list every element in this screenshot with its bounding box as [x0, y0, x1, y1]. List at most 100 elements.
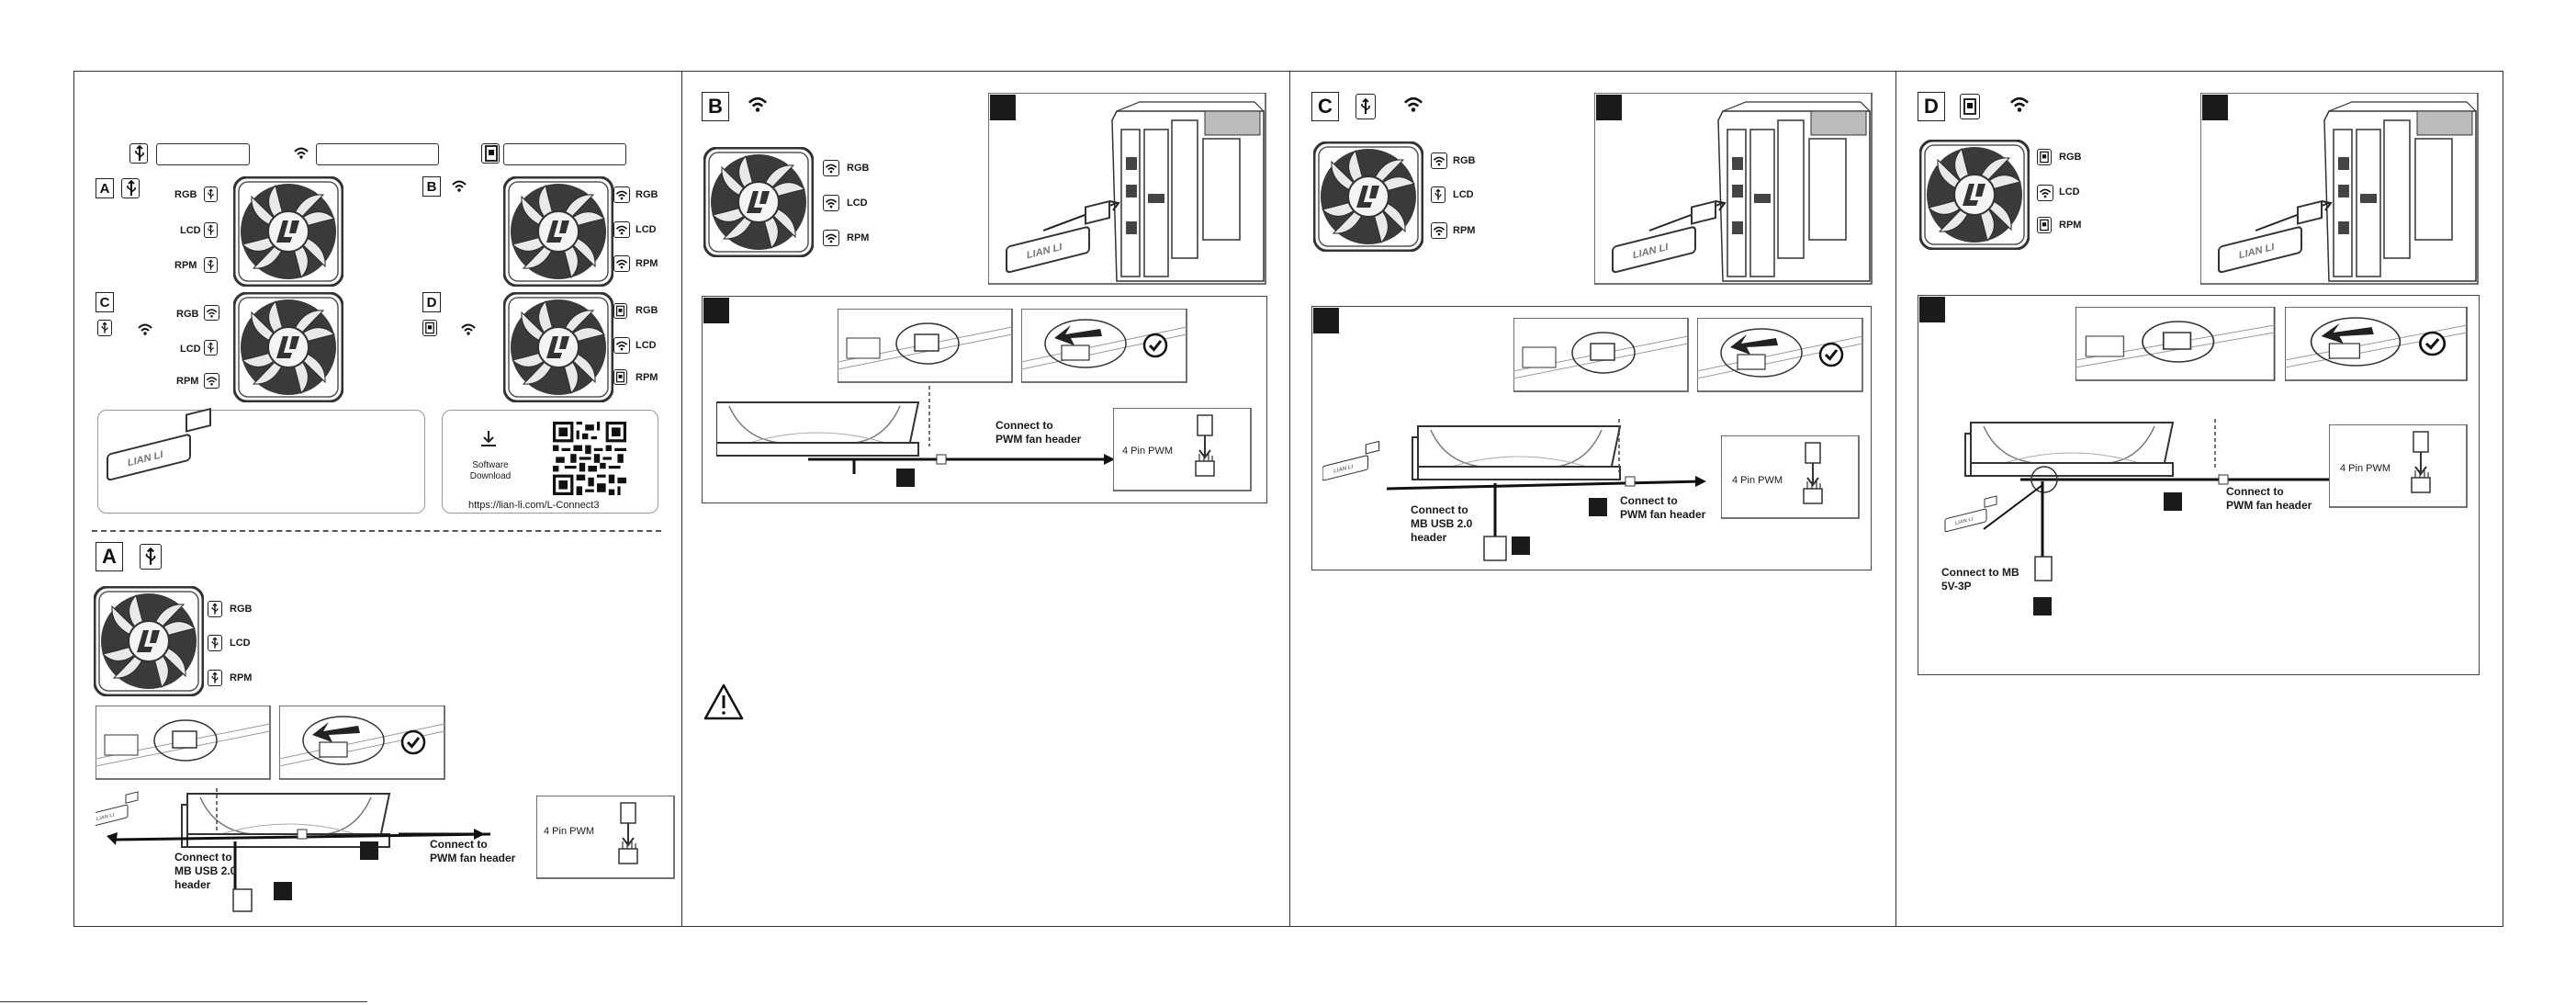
connect-pwm-label: Connect to PWM fan header [430, 838, 516, 864]
panel-divider [1895, 71, 1896, 927]
wireless-icon [1401, 92, 1425, 116]
label-rgb: RGB [636, 305, 658, 316]
label-rgb: RGB [1453, 155, 1476, 166]
motherboard-panel [988, 93, 1267, 286]
usb-icon [204, 257, 218, 273]
software-url-link[interactable]: https://lian-li.com/L-Connect3 [468, 500, 600, 511]
wireless-icon [613, 255, 630, 272]
controller-hub-icon [613, 303, 627, 319]
usb-icon [204, 186, 218, 202]
wireless-icon [1431, 152, 1447, 169]
fan-icon [1919, 140, 2030, 250]
wireless-icon [459, 320, 478, 338]
section-letter-a: A [96, 542, 123, 571]
label-rpm: RPM [847, 232, 870, 243]
dashed-separator [92, 530, 661, 532]
step-marker [1589, 498, 1607, 516]
label-rpm: RPM [636, 372, 658, 383]
wiring-diagram-d [1944, 419, 2349, 582]
wiring-diagram-a [96, 788, 491, 912]
step-marker [360, 841, 378, 860]
connector-zoom-panel [2075, 307, 2276, 381]
usb-icon [121, 178, 140, 198]
step-marker [2033, 597, 2052, 615]
usb-icon [208, 670, 222, 686]
panel-divider [1289, 71, 1290, 927]
label-rgb: RGB [176, 309, 199, 320]
controller-hub-icon [422, 320, 437, 336]
four-pin-label: 4 Pin PWM [1732, 475, 1783, 486]
controller-hub-icon [2037, 149, 2052, 165]
dongle-panel [97, 408, 425, 514]
fan-icon [233, 176, 343, 287]
connector-zoom-panel [838, 309, 1013, 383]
trim-line [0, 1001, 367, 1002]
label-rpm: RPM [230, 672, 253, 683]
wiring-diagram-b [716, 386, 1115, 474]
wireless-icon [613, 337, 630, 354]
label-lcd: LCD [636, 224, 657, 235]
fan-icon [503, 176, 613, 287]
connect-5v-label: Connect to MB 5V-3P [1941, 566, 2019, 593]
software-download-label: Software Download [469, 460, 512, 481]
step-marker [990, 95, 1016, 120]
warning-icon [703, 683, 744, 720]
connect-usb-label: Connect to MB USB 2.0 header [174, 851, 237, 891]
connect-pwm-label: Connect to PWM fan header [2226, 485, 2312, 512]
wireless-icon [204, 305, 219, 321]
fan-icon [94, 586, 204, 696]
connect-pwm-label: Connect to PWM fan header [1620, 494, 1706, 521]
connector-insert-panel [279, 706, 446, 781]
usb-icon [208, 635, 222, 651]
motherboard-panel [1594, 93, 1873, 286]
step-marker [2164, 492, 2182, 511]
motherboard-panel [2200, 93, 2480, 286]
download-icon [480, 430, 497, 446]
wireless-icon [292, 143, 312, 164]
connect-usb-label: Connect to MB USB 2.0 header [1411, 503, 1473, 544]
step-marker [1596, 95, 1622, 120]
four-pin-label: 4 Pin PWM [1122, 446, 1174, 457]
step-marker [896, 469, 915, 487]
wireless-icon [136, 320, 154, 338]
section-letter-a: A [96, 178, 114, 198]
controller-hub-icon [1960, 94, 1980, 119]
fan-icon [1313, 141, 1423, 252]
wireless-icon [613, 186, 630, 203]
section-letter-c: C [1311, 92, 1339, 121]
controller-hub-icon [2037, 217, 2052, 233]
controller-hub-icon [613, 369, 627, 385]
connect-pwm-label: Connect to PWM fan header [996, 419, 1082, 446]
label-lcd: LCD [1453, 189, 1474, 200]
section-letter-b: B [422, 176, 441, 197]
usb-icon [204, 222, 218, 238]
mode-pill [503, 143, 626, 165]
label-lcd: LCD [180, 344, 201, 355]
pwm-header-panel [536, 796, 675, 879]
usb-icon [1355, 94, 1376, 119]
wireless-icon [2037, 185, 2053, 201]
label-rgb: RGB [2059, 152, 2082, 163]
section-letter-c: C [96, 292, 114, 312]
connector-zoom-panel [1513, 318, 1689, 392]
usb-icon [1431, 186, 1445, 203]
fan-icon [503, 292, 613, 402]
step-marker [1512, 536, 1530, 555]
label-lcd: LCD [180, 225, 201, 236]
connector-insert-panel [1697, 318, 1864, 393]
qr-code-icon[interactable] [553, 422, 626, 495]
label-rpm: RPM [176, 376, 199, 387]
label-rpm: RPM [636, 258, 658, 269]
usb-dongle-icon [107, 408, 211, 481]
label-rgb: RGB [847, 163, 870, 174]
step-marker [1313, 308, 1339, 333]
wireless-icon [823, 160, 839, 176]
wireless-icon [746, 92, 770, 116]
panel-divider [681, 71, 682, 927]
usb-icon [208, 601, 222, 617]
step-marker [1919, 297, 1945, 322]
usb-icon [140, 544, 162, 570]
wireless-icon [204, 373, 219, 389]
wireless-icon [1431, 222, 1447, 239]
connector-insert-panel [2285, 307, 2470, 382]
